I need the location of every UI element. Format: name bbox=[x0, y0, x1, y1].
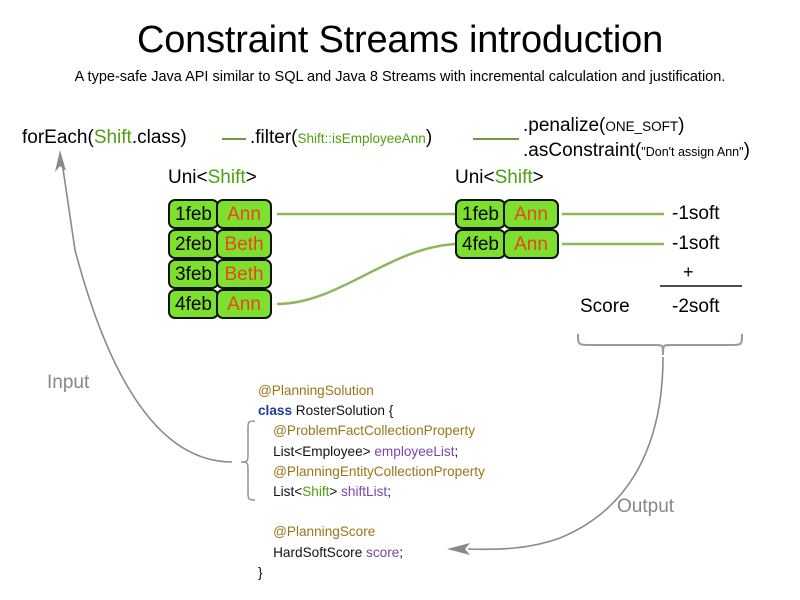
code-line: } bbox=[258, 563, 485, 583]
penalty-value: -1soft bbox=[672, 233, 720, 254]
code-token: Shift bbox=[302, 484, 330, 500]
code-token: score bbox=[366, 544, 400, 560]
filter-prefix: .filter( bbox=[250, 127, 298, 148]
code-line: @PlanningSolution bbox=[258, 381, 485, 401]
penalize-arg: ONE_SOFT bbox=[605, 119, 679, 134]
foreach-prefix: forEach( bbox=[22, 127, 94, 148]
penalize-suffix: ) bbox=[678, 115, 685, 136]
table-row: 1feb Ann bbox=[168, 199, 272, 229]
filtered-date-cell: 4feb bbox=[455, 229, 506, 259]
score-label: Score bbox=[580, 296, 630, 317]
output-label: Output bbox=[617, 496, 675, 517]
uni-left-type: Shift bbox=[207, 167, 246, 188]
page-subtitle: A type-safe Java API similar to SQL and … bbox=[74, 69, 726, 85]
filter-expression: .filter(Shift::isEmployeeAnn) bbox=[250, 127, 432, 150]
filter-method-ref: Shift::isEmployeeAnn bbox=[297, 131, 426, 146]
uni-label-filtered: Uni<Shift> bbox=[455, 167, 544, 189]
code-token: ; bbox=[399, 544, 404, 560]
code-token bbox=[258, 504, 262, 519]
page-title: Constraint Streams introduction bbox=[136, 19, 664, 61]
uni-left-prefix: Uni< bbox=[168, 167, 208, 188]
input-arrow-head bbox=[55, 150, 66, 172]
code-token: ; bbox=[387, 484, 391, 500]
foreach-suffix: .class) bbox=[131, 127, 187, 148]
code-token: RosterSolution { bbox=[295, 403, 394, 419]
filtered-employee-cell: Ann bbox=[503, 229, 559, 259]
sum-operator: + bbox=[683, 262, 694, 282]
code-line: List<Shift> shiftList; bbox=[258, 482, 485, 502]
foreach-expression: forEach(Shift.class) bbox=[22, 127, 187, 149]
code-token: shiftList bbox=[341, 484, 388, 500]
code-token: List< bbox=[258, 484, 303, 500]
score-total-value: -2soft bbox=[672, 296, 720, 317]
as-constraint-suffix: ) bbox=[743, 140, 750, 161]
input-label: Input bbox=[47, 372, 90, 393]
table-row: 3feb Beth bbox=[168, 259, 272, 289]
output-arrow-line bbox=[467, 356, 664, 551]
output-arrow-head bbox=[447, 543, 470, 555]
code-token: employeeList bbox=[374, 443, 455, 459]
filter-suffix: ) bbox=[425, 127, 433, 148]
code-line: class RosterSolution { bbox=[258, 401, 485, 421]
code-token: > bbox=[329, 484, 342, 500]
code-line: @ProblemFactCollectionProperty bbox=[258, 421, 485, 441]
code-line: @PlanningScore bbox=[258, 522, 485, 542]
code-token: @PlanningScore bbox=[258, 524, 376, 540]
filtered-employee-cell: Ann bbox=[503, 199, 559, 229]
penalize-prefix: .penalize( bbox=[523, 115, 606, 136]
code-token: List<Employee> bbox=[258, 443, 375, 459]
shift-date-cell: 3feb bbox=[168, 259, 219, 289]
table-row: 1feb Ann bbox=[455, 199, 559, 229]
shift-date-cell: 1feb bbox=[168, 199, 219, 229]
uni-left-suffix: > bbox=[245, 167, 257, 188]
code-token: } bbox=[258, 564, 263, 580]
shift-employee-cell: Ann bbox=[216, 289, 272, 319]
shift-date-cell: 2feb bbox=[168, 229, 219, 259]
shift-employee-cell: Ann bbox=[216, 199, 272, 229]
code-line: @PlanningEntityCollectionProperty bbox=[258, 462, 485, 482]
table-row: 4feb Ann bbox=[455, 229, 559, 259]
as-constraint-arg: "Don't assign Ann" bbox=[641, 145, 744, 159]
uni-right-prefix: Uni< bbox=[455, 167, 495, 188]
as-constraint-prefix: .asConstraint( bbox=[523, 140, 642, 161]
code-line: List<Employee> employeeList; bbox=[258, 442, 485, 462]
sum-divider bbox=[660, 285, 742, 287]
code-token: ; bbox=[454, 443, 459, 459]
foreach-type: Shift bbox=[93, 127, 132, 148]
shift-employee-cell: Beth bbox=[216, 229, 272, 259]
penalty-value: -1soft bbox=[672, 203, 720, 224]
code-line bbox=[258, 502, 485, 522]
stream-connector-4feb bbox=[276, 242, 459, 306]
code-token: HardSoftScore bbox=[258, 544, 367, 560]
code-token: class bbox=[258, 403, 296, 419]
shift-date-cell: 4feb bbox=[168, 289, 219, 319]
score-brace bbox=[577, 333, 743, 356]
code-token: @ProblemFactCollectionProperty bbox=[258, 423, 476, 439]
table-row: 4feb Ann bbox=[168, 289, 272, 319]
penalize-expression: .penalize(ONE_SOFT) bbox=[523, 115, 684, 138]
shift-employee-cell: Beth bbox=[216, 259, 272, 289]
code-token: @PlanningEntityCollectionProperty bbox=[258, 463, 485, 479]
input-arrow-line bbox=[61, 161, 233, 463]
filtered-date-cell: 1feb bbox=[455, 199, 506, 229]
code-fields-brace bbox=[240, 420, 256, 501]
table-row: 2feb Beth bbox=[168, 229, 272, 259]
uni-right-type: Shift bbox=[494, 167, 533, 188]
code-line: HardSoftScore score; bbox=[258, 543, 485, 563]
uni-label-input: Uni<Shift> bbox=[168, 167, 257, 189]
uni-right-suffix: > bbox=[532, 167, 544, 188]
code-token: @PlanningSolution bbox=[258, 383, 374, 398]
as-constraint-expression: .asConstraint("Don't assign Ann") bbox=[523, 140, 750, 163]
